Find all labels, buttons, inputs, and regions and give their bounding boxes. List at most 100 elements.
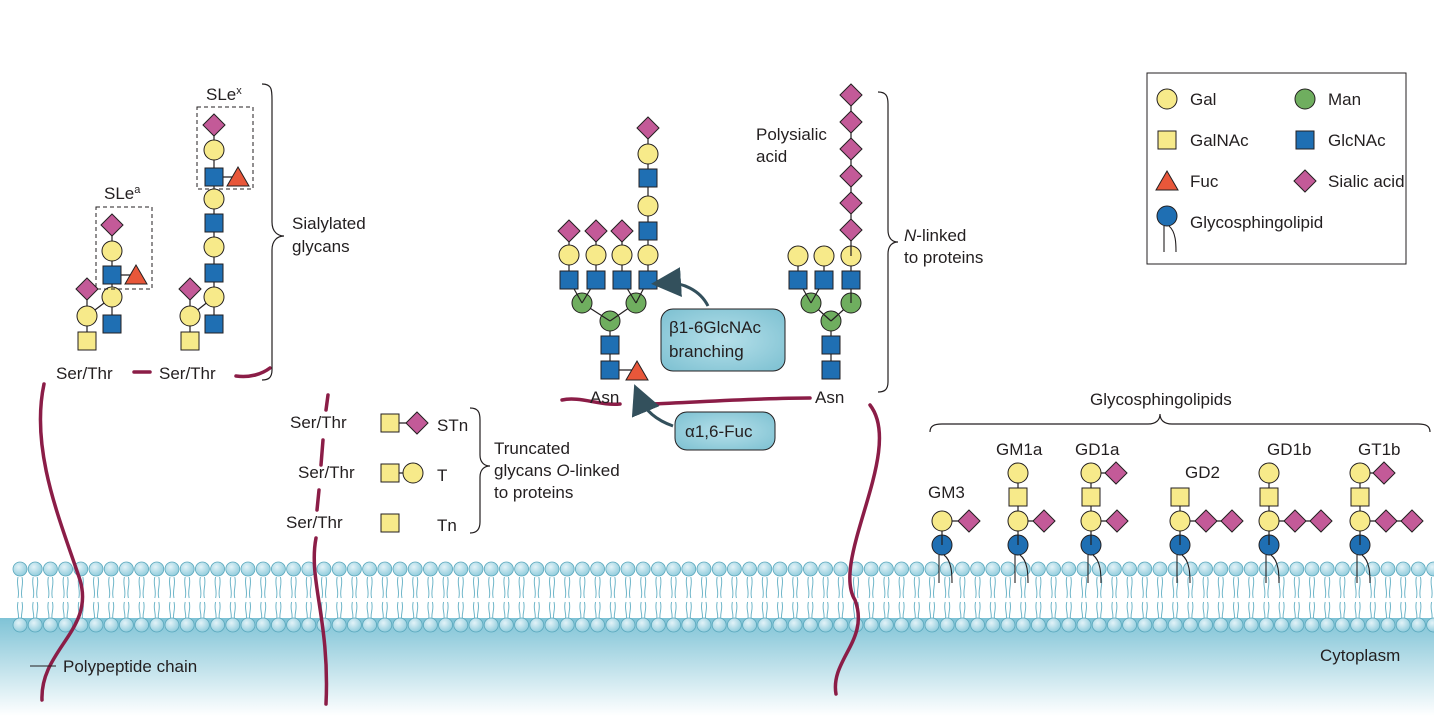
phospholipid-head — [1380, 617, 1396, 633]
phospholipid-head — [1076, 617, 1092, 633]
nlinked-bracket — [877, 91, 899, 393]
lipid-tail — [290, 601, 297, 621]
gal-glyph — [931, 510, 953, 532]
glcnac-glyph — [102, 314, 122, 334]
lipid-tail — [412, 601, 419, 621]
lipid-tail — [548, 576, 556, 599]
phospholipid-head — [164, 617, 180, 633]
phospholipid-head — [483, 617, 499, 633]
lipid-tail — [16, 601, 24, 621]
sialic-acid-glyph — [405, 411, 429, 435]
lipid-tail — [153, 576, 160, 599]
phospholipid-head — [1243, 617, 1259, 633]
gal-glyph — [1258, 462, 1280, 484]
glcnac-glyph — [638, 270, 658, 290]
lipid-tail — [868, 576, 875, 599]
lipid-tail — [351, 576, 358, 599]
ser-thr-anchor-1: Ser/Thr — [56, 364, 113, 383]
lipid-tail — [822, 576, 829, 599]
lipid-tail — [1202, 576, 1209, 599]
sialylated-label-2: glycans — [292, 237, 350, 256]
phospholipid-head — [544, 617, 560, 633]
lipid-tail — [1217, 576, 1224, 599]
phospholipid-head — [1107, 561, 1122, 577]
lipid-tail — [1324, 601, 1331, 621]
lipid-tail — [959, 601, 966, 621]
legend-label: GlcNAc — [1328, 131, 1386, 150]
gal-glyph — [813, 245, 835, 267]
phospholipid-head — [894, 561, 909, 577]
lipid-tail — [1126, 576, 1133, 599]
lipid-tail — [1369, 601, 1376, 621]
lipid-tail — [92, 601, 100, 621]
lipid-tail — [731, 576, 738, 599]
phospholipid-head — [1198, 617, 1213, 633]
gal-glyph — [203, 188, 225, 210]
legend-item-glcnac: GlcNAc — [1295, 130, 1386, 150]
phospholipid-head — [1350, 561, 1365, 577]
polypeptide-label: Polypeptide chain — [63, 657, 197, 676]
lipid-tail — [1384, 601, 1392, 621]
phospholipid-head — [210, 617, 226, 633]
gal-glyph — [585, 244, 607, 266]
lipid-tail — [1293, 601, 1300, 621]
lipid-tail — [1278, 576, 1285, 599]
fuc-callout — [674, 411, 776, 451]
galnac-glyph — [1081, 487, 1101, 507]
lipid-tail — [1014, 554, 1029, 584]
phospholipid-head — [833, 561, 849, 577]
lipid-tail — [518, 576, 525, 599]
phospholipid-head — [879, 561, 894, 577]
truncated-anchor-2: Ser/Thr — [298, 463, 355, 482]
lipid-tail — [1232, 601, 1240, 621]
lipid-tail — [1293, 576, 1300, 599]
lipid-tail — [1202, 601, 1209, 621]
sialic-acid-glyph — [1374, 509, 1398, 533]
lipid-tail — [685, 601, 692, 621]
sialic-acid-glyph — [100, 213, 124, 237]
phospholipid-head — [590, 617, 605, 633]
gal-glyph — [1007, 510, 1029, 532]
sialic-acid-glyph — [839, 110, 863, 134]
phospholipid-head — [407, 561, 423, 577]
lipid-tail — [320, 576, 328, 599]
phospholipid-head — [453, 561, 469, 577]
lipid-tail — [594, 601, 601, 621]
tn-label: Tn — [437, 516, 457, 535]
phospholipid-head — [635, 561, 651, 577]
phospholipid-head — [88, 561, 104, 577]
phospholipid-head — [833, 617, 849, 633]
phospholipid-head — [498, 561, 514, 577]
phospholipid-head — [924, 617, 940, 633]
phospholipid-head — [772, 617, 788, 633]
polypeptide-chain-1 — [38, 382, 85, 702]
galnac-glyph — [180, 331, 200, 351]
lipid-tail — [214, 576, 221, 599]
lipid-tail — [488, 576, 495, 599]
lipid-tail — [168, 601, 176, 621]
phospholipid-head — [787, 617, 803, 633]
phospholipid-head — [1183, 561, 1198, 577]
galnac-glyph — [1008, 487, 1028, 507]
phospholipid-head — [119, 561, 134, 577]
phospholipid-head — [1137, 617, 1153, 633]
lipid-tail — [533, 576, 540, 599]
gsl-bracket — [929, 413, 1431, 433]
phospholipid-head — [757, 617, 773, 633]
lipid-tail — [533, 601, 540, 621]
lipid-tail — [837, 601, 844, 621]
lipid-tail — [1263, 601, 1270, 621]
galnac-glyph — [1170, 487, 1190, 507]
lipid-tail — [1187, 576, 1194, 599]
polypeptide-chains — [38, 366, 882, 706]
lipid-tail — [1035, 601, 1042, 621]
phospholipid-head — [1167, 617, 1183, 633]
phospholipid-head — [43, 617, 58, 633]
lipid-tail — [898, 576, 905, 599]
polysialic-label-1: Polysialic — [756, 125, 827, 144]
phospholipid-head — [970, 561, 985, 577]
lipid-tail — [761, 601, 768, 621]
lipid-tail — [1324, 576, 1331, 599]
legend-item-gal: Gal — [1156, 88, 1216, 110]
phospholipid-head — [422, 617, 438, 633]
